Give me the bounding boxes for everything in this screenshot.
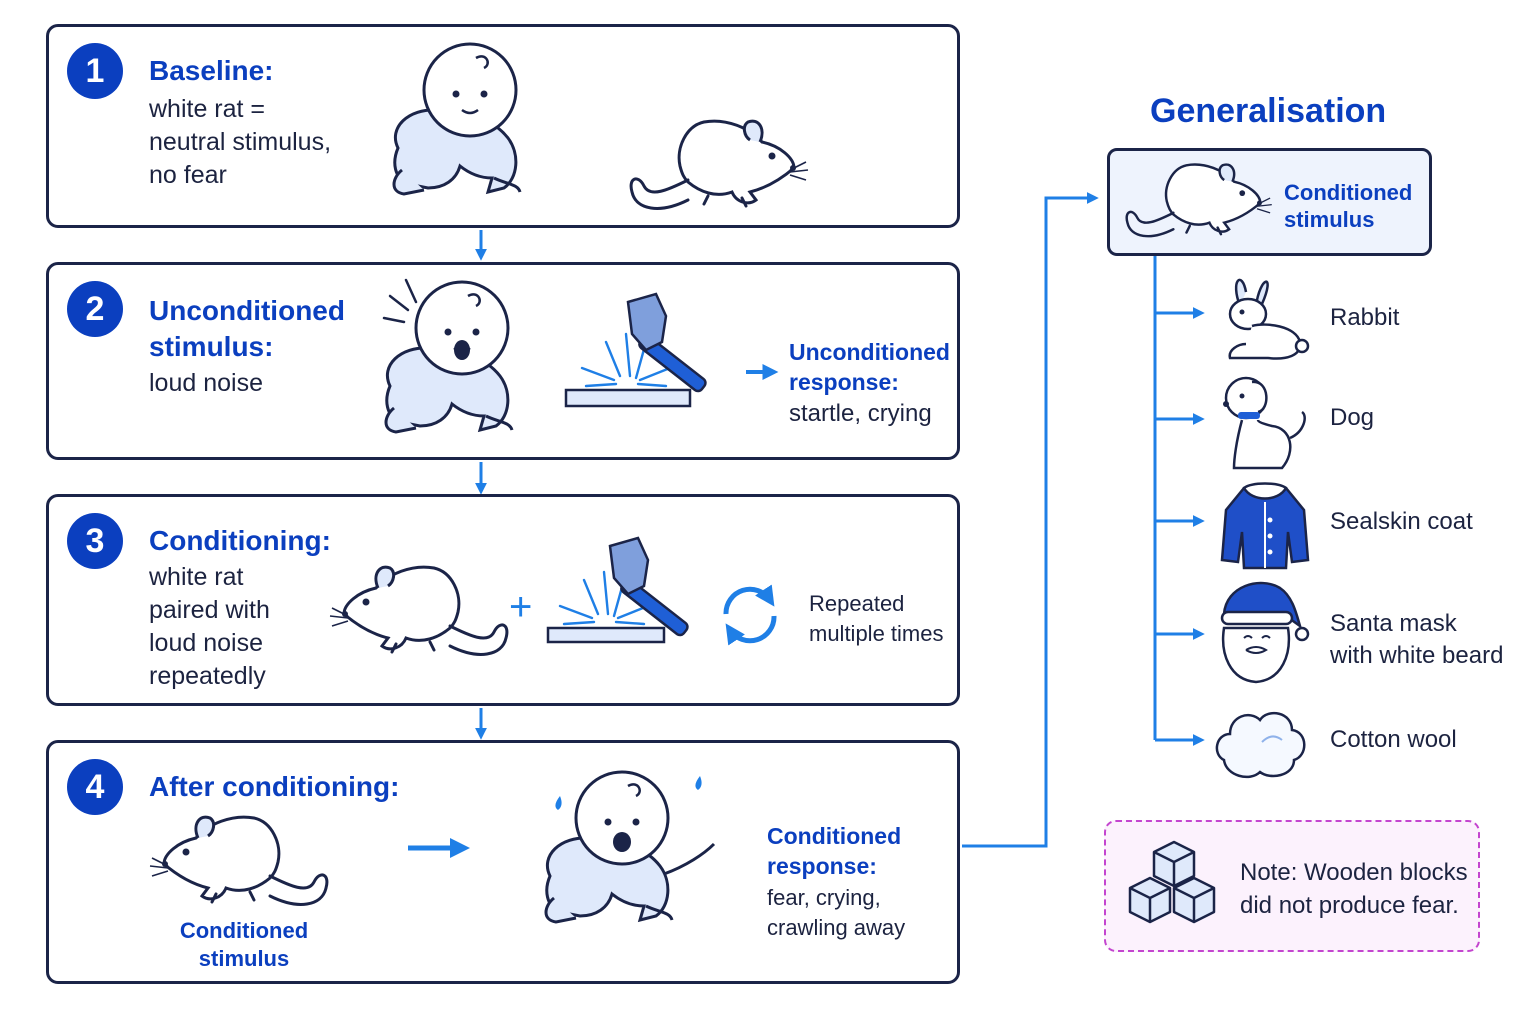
crying-baby-icon [544,770,716,924]
white-rat-icon [148,815,329,906]
generalisation-item-cotton-wool: Cotton wool [1330,726,1457,753]
wooden-blocks-note: Note: Wooden blocks did not produce fear… [1104,820,1480,952]
repeated-note: Repeated multiple times [809,591,944,646]
step-heading: Baseline: [149,55,274,86]
step-number-badge: 3 [67,513,123,569]
santa-mask-icon [1220,581,1310,684]
unconditioned-response-heading: Unconditioned response: [789,339,950,395]
step-number-badge: 4 [67,759,123,815]
step-3-conditioning: 3 Conditioning: white rat paired with lo… [46,494,960,706]
wooden-blocks-icon [1128,840,1216,924]
unconditioned-response-text: startle, crying [789,400,932,427]
conditioned-response-heading: Conditioned response: [767,823,902,879]
step-description: loud noise [149,369,263,397]
arrow-right-icon [408,838,470,858]
cotton-wool-icon [1215,711,1306,779]
step-description: white rat = neutral stimulus, no fear [149,95,332,189]
generalisation-item-santa-mask: Santa mask with white beard [1330,610,1504,669]
conditioned-response-text: fear, crying, crawling away [767,885,906,940]
step-number-badge: 2 [67,281,123,337]
step-4-after-conditioning: 4 After conditioning: Conditioned stimul… [46,740,960,984]
arrow-right-icon [746,364,779,380]
step-heading: After conditioning: [149,771,400,802]
hammer-strike-icon [564,292,709,408]
white-rat-icon [328,565,509,656]
rabbit-icon [1228,278,1310,360]
generalisation-item-rabbit: Rabbit [1330,304,1400,331]
step-2-unconditioned-stimulus: 2 Unconditioned stimulus: loud noise Unc… [46,262,960,460]
startled-baby-icon [382,278,514,434]
note-text: Note: Wooden blocks did not produce fear… [1240,859,1468,919]
step-heading: Conditioning: [149,525,331,556]
generalisation-item-sealskin-coat: Sealskin coat [1330,508,1473,535]
conditioned-stimulus-label: Conditioned stimulus [1284,180,1413,232]
repeat-cycle-icon [723,584,777,646]
hammer-strike-icon [546,536,691,644]
crawling-baby-icon [392,42,522,196]
coat-icon [1220,482,1310,570]
plus-sign: + [509,585,533,629]
conditioned-stimulus-caption: Conditioned stimulus [179,918,309,971]
white-rat-icon [1134,162,1284,246]
step-description: white rat paired with loud noise repeate… [149,563,270,690]
step-number-badge: 1 [67,43,123,99]
generalisation-title: Generalisation [1150,92,1387,130]
white-rat-icon [640,118,840,228]
dog-icon [1223,376,1306,470]
conditioned-stimulus-box: Conditioned stimulus [1107,148,1432,256]
generalisation-item-dog: Dog [1330,404,1375,431]
step-heading: Unconditioned stimulus: [149,295,345,362]
